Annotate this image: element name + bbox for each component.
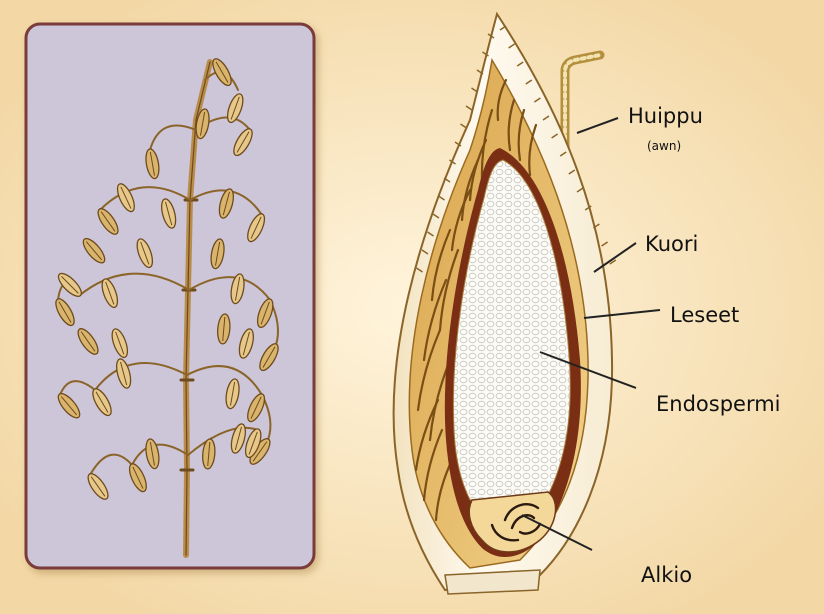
panel-frame	[26, 24, 314, 568]
label-alkio: Alkio	[641, 565, 692, 586]
label-leseet: Leseet	[670, 305, 739, 326]
grain-base	[445, 570, 540, 594]
label-endospermi: Endospermi	[656, 394, 781, 415]
label-kuori: Kuori	[645, 234, 698, 255]
oat-plant-panel	[26, 24, 314, 568]
label-awn: (awn)	[647, 140, 681, 152]
label-huippu: Huippu	[628, 106, 703, 127]
